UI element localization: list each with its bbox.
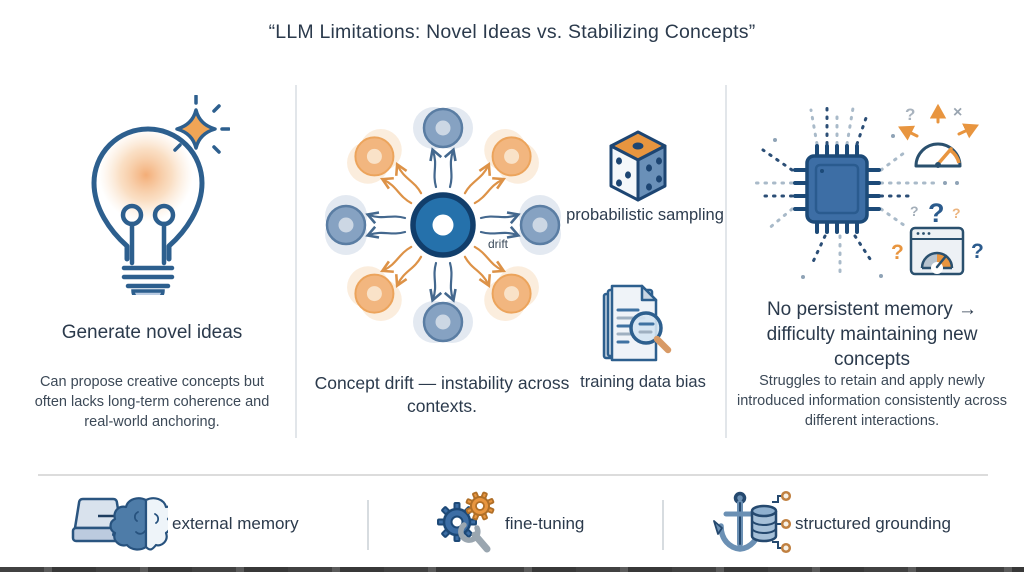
bottom-edge-strip: [0, 567, 1024, 572]
chip-icon: ? × ? ? ? ? ?: [745, 92, 1017, 292]
aspect-label-probabilistic-sampling: probabilistic sampling: [566, 206, 724, 224]
column-divider-right: [725, 85, 727, 438]
middle-heading: Concept drift — instability across conte…: [314, 373, 570, 417]
left-body: Can propose creative concepts but often …: [34, 374, 270, 430]
concept-drift-diagram: drift: [313, 92, 573, 352]
page-title: “LLM Limitations: Novel Ideas vs. Stabil…: [268, 21, 756, 43]
drift-label: drift: [488, 237, 509, 251]
right-body: Struggles to retain and apply newly intr…: [737, 373, 1007, 429]
svg-text:?: ?: [905, 105, 915, 124]
footer-item-divider-2: [662, 500, 664, 550]
svg-text:?: ?: [928, 198, 945, 228]
svg-text:?: ?: [910, 203, 919, 219]
column-divider-left: [295, 85, 297, 438]
lightbulb-icon: [80, 95, 230, 295]
left-heading: Generate novel ideas: [61, 322, 243, 343]
footer-label-fine-tuning: fine-tuning: [505, 514, 585, 533]
svg-text:?: ?: [891, 241, 904, 264]
right-heading: No persistent memory → difficulty mainta…: [766, 299, 978, 371]
footer-divider: [38, 474, 988, 476]
dice-icon: [605, 128, 671, 208]
anchor-database-icon: [712, 488, 792, 558]
gears-wrench-icon: [432, 490, 502, 556]
svg-text:×: ×: [953, 104, 962, 121]
drive-to-brain-icon: [68, 492, 168, 554]
footer-item-divider-1: [367, 500, 369, 550]
aspect-label-training-data-bias: training data bias: [580, 373, 706, 391]
footer-label-external-memory: external memory: [172, 514, 299, 533]
footer-label-structured-grounding: structured grounding: [795, 514, 951, 533]
documents-magnifier-icon: [598, 282, 676, 364]
svg-text:?: ?: [952, 205, 961, 221]
svg-text:?: ?: [971, 240, 984, 263]
